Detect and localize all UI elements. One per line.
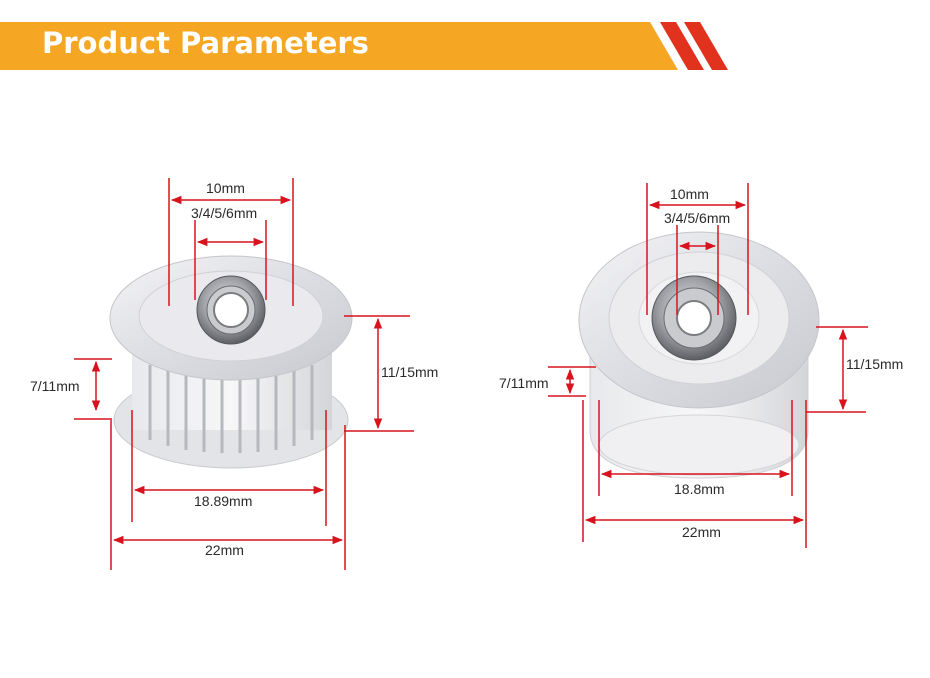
left-flange-gap-label: 7/11mm — [30, 378, 80, 394]
left-bore-outer-label: 10mm — [206, 180, 245, 196]
right-height-label: 11/15mm — [846, 356, 904, 372]
page-title: Product Parameters — [42, 26, 369, 60]
right-body-diameter-label: 18.8mm — [674, 481, 725, 497]
stripe-icon — [660, 22, 704, 70]
left-teeth-diameter-label: 18.89mm — [194, 493, 253, 509]
header-banner — [0, 22, 728, 70]
left-height-label: 11/15mm — [381, 364, 439, 380]
left-bore-inner-label: 3/4/5/6mm — [191, 205, 258, 221]
right-flange-gap-label: 7/11mm — [499, 375, 549, 391]
right-pulley-image — [578, 231, 820, 479]
right-flange-diameter-label: 22mm — [682, 524, 721, 540]
right-bore-inner-label: 3/4/5/6mm — [664, 210, 731, 226]
left-flange-diameter-label: 22mm — [205, 542, 244, 558]
left-pulley-image — [109, 255, 353, 469]
right-bore-outer-label: 10mm — [670, 186, 709, 202]
